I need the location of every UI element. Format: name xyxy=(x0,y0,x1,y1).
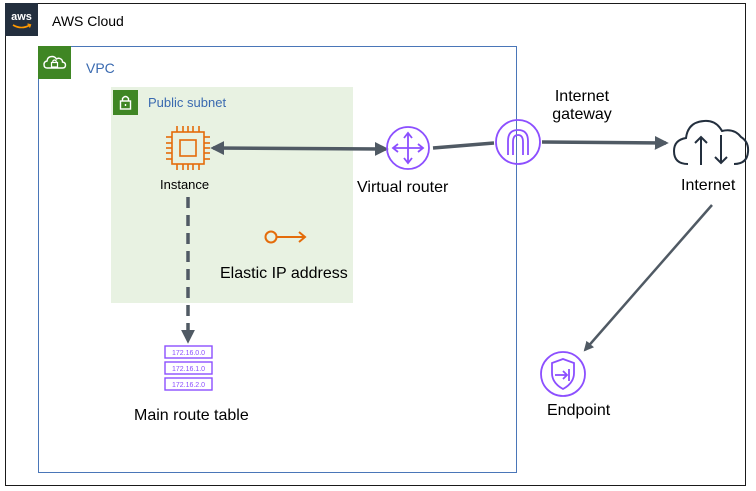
aws-logo-text: aws xyxy=(11,11,32,23)
aws-cloud-group xyxy=(5,3,746,486)
route-table-label: Main route table xyxy=(134,407,249,424)
cloud-updown-icon xyxy=(672,119,750,165)
internet-gateway-label-line2: gateway xyxy=(552,106,612,123)
aws-cloud-title: AWS Cloud xyxy=(52,13,124,29)
route-entry-1: 172.16.1.0 xyxy=(172,366,205,373)
route-entry-2: 172.16.2.0 xyxy=(172,382,205,389)
gateway-icon xyxy=(495,119,541,165)
virtual-router-label: Virtual router xyxy=(357,179,449,196)
internet-gateway-label-line1: Internet xyxy=(554,88,610,105)
public-subnet-group xyxy=(111,87,353,303)
internet-gateway-label: Internet gateway xyxy=(551,88,613,124)
public-subnet-title: Public subnet xyxy=(148,95,227,110)
cloud-lock-icon xyxy=(38,46,71,79)
instance-router-connector xyxy=(210,141,389,156)
instance-label: Instance xyxy=(160,177,210,192)
router-icon xyxy=(386,126,430,170)
aws-logo: aws xyxy=(5,3,38,36)
chip-icon xyxy=(166,126,210,170)
key-icon xyxy=(264,230,307,244)
elastic-ip-label: Elastic IP address xyxy=(220,265,348,282)
endpoint-shield-icon xyxy=(540,351,586,397)
internet-endpoint-connector xyxy=(583,204,713,352)
lock-icon xyxy=(113,90,138,115)
vpc-group xyxy=(38,46,517,473)
route-entry-0: 172.16.0.0 xyxy=(172,350,205,357)
gateway-internet-connector xyxy=(541,135,669,150)
endpoint-label: Endpoint xyxy=(547,402,611,419)
vpc-title: VPC xyxy=(86,60,115,76)
router-gateway-connector xyxy=(432,141,495,150)
route-table-icon: 172.16.0.0 172.16.1.0 172.16.2.0 xyxy=(164,345,213,391)
internet-label: Internet xyxy=(681,177,736,194)
